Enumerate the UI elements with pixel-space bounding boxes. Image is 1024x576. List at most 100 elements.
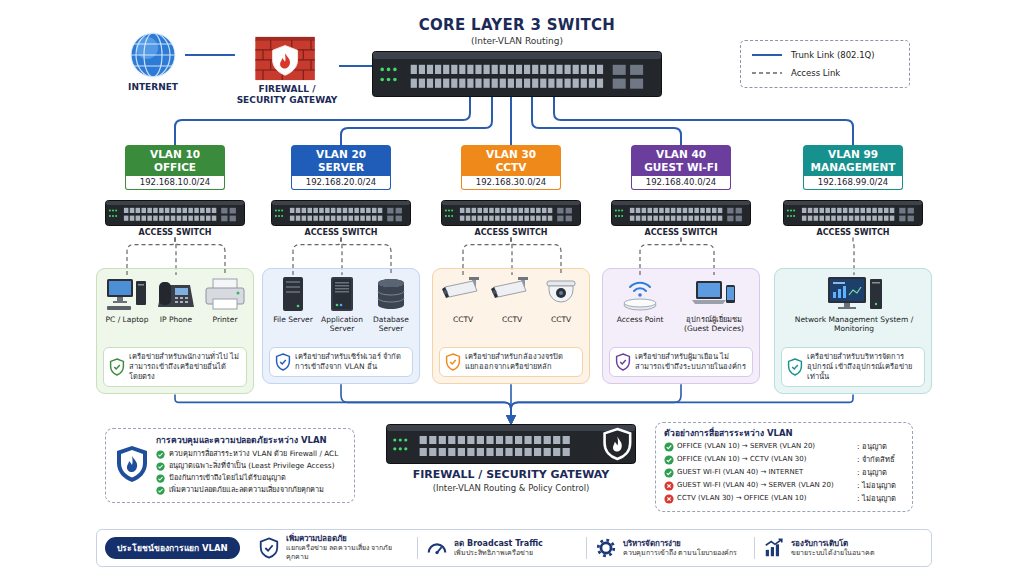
icon-shape	[213, 299, 237, 309]
bullet-text: อนุญาตเฉพาะสิ่งที่จำเป็น (Least Privileg…	[169, 461, 334, 470]
benefit-heading: บริหารจัดการง่าย	[623, 539, 747, 549]
icon-shape	[495, 216, 500, 221]
icon-shape	[393, 447, 396, 450]
icon-shape	[206, 208, 211, 213]
icon-shape	[766, 540, 782, 546]
icon-shape	[601, 543, 611, 553]
icon-shape	[255, 40, 315, 80]
icon-shape	[667, 497, 670, 500]
bullet-row: อนุญาตเฉพาะสิ่งที่จำเป็น (Least Privileg…	[156, 461, 346, 471]
icon-shape	[273, 46, 298, 76]
icon-shape	[399, 438, 402, 441]
icon-shape	[427, 65, 433, 74]
sw-icon	[611, 200, 751, 226]
icon-shape	[127, 456, 137, 472]
icon-shape	[712, 216, 717, 221]
icon-shape	[117, 297, 123, 301]
icon-shape	[109, 281, 131, 295]
icon-shape	[335, 285, 349, 287]
icon-shape	[475, 65, 481, 74]
icon-shape	[787, 209, 789, 211]
firewall-gateway: FIREWALL / SECURITY GATEWAY(Inter-VLAN R…	[386, 424, 636, 493]
icon-shape	[448, 448, 455, 456]
icon-shape	[536, 208, 541, 213]
access-link	[175, 238, 225, 275]
icon-shape	[278, 209, 280, 211]
example-row: OFFICE (VLAN 10) → SERVER (VLAN 20): อนุ…	[664, 442, 904, 452]
icon-shape	[694, 216, 699, 221]
legend-row: Access Link	[751, 64, 899, 82]
icon-shape	[451, 209, 453, 211]
icon-shape	[548, 208, 553, 213]
vlan-panel: เครือข่ายสำหรับผู้มาเยือน ไม่สามารถเข้าถ…	[602, 268, 760, 384]
icon-shape	[618, 209, 620, 211]
icon-shape	[286, 286, 300, 288]
check-icon-svg	[156, 450, 165, 459]
benefit-item: บริหารจัดการง่ายควบคุมการเข้าถึง ตามนโยบ…	[586, 537, 755, 559]
node-label: CCTV	[536, 315, 586, 324]
subnet-text: 192.168.10.0/24	[126, 177, 224, 188]
icon-shape	[442, 201, 580, 205]
icon-shape	[630, 208, 635, 213]
allow-icon	[664, 455, 674, 465]
fw-icon	[386, 424, 636, 464]
icon-shape	[343, 208, 348, 213]
icon-shape	[296, 216, 301, 221]
check-icon-svg	[156, 474, 165, 483]
device-node: ACCESS SWITCH	[783, 200, 923, 238]
icon-shape	[117, 446, 147, 482]
trunk-link	[341, 97, 492, 145]
icon-shape	[540, 65, 546, 74]
icon-shape	[808, 208, 813, 213]
icon-shape	[435, 78, 441, 87]
benefit-item: รองรับการเติบโตขยายระบบได้ง่ายในอนาคต	[754, 537, 923, 559]
shield-icon	[109, 358, 125, 376]
icon-shape	[698, 283, 720, 297]
vlan-header: VLAN 40GUEST WI-FI192.168.40.0/24	[631, 145, 731, 190]
icon-shape	[177, 216, 182, 221]
icon-shape	[136, 281, 146, 305]
bshield-icon	[258, 537, 280, 559]
icon-shape	[784, 201, 922, 205]
icon-shape	[844, 303, 850, 307]
icon-shape	[525, 448, 532, 456]
icon-shape	[621, 215, 623, 217]
icon-shape	[153, 208, 158, 213]
icon-shape	[136, 216, 141, 221]
icon-shape	[443, 65, 449, 74]
icon-shape	[115, 215, 117, 217]
icon-shape	[131, 44, 175, 66]
bshield-icon-svg	[258, 537, 280, 559]
icon-shape	[899, 216, 905, 222]
icon-shape	[563, 436, 570, 444]
access-link	[511, 238, 512, 275]
node-label: Database Server	[366, 315, 416, 333]
icon-shape	[642, 216, 647, 221]
icon-shape	[789, 359, 802, 375]
device-node: CCTV	[438, 275, 488, 324]
gauge-icon-svg	[426, 537, 448, 559]
icon-shape	[420, 448, 427, 456]
device-node: Printer	[200, 275, 250, 324]
check-icon	[156, 474, 165, 483]
icon-shape	[565, 65, 571, 74]
icon-shape	[378, 208, 383, 213]
icon-shape	[255, 40, 315, 80]
icon-shape	[112, 209, 114, 211]
icon-shape	[113, 301, 127, 303]
icon-shape	[171, 216, 176, 221]
icon-shape	[833, 282, 845, 284]
icon-shape	[636, 216, 641, 221]
icon-shape	[556, 288, 566, 298]
shield-icon-svg	[109, 358, 125, 376]
policy-link	[511, 394, 853, 424]
icon-shape	[486, 448, 493, 456]
icon-shape	[899, 208, 905, 214]
icon-shape	[505, 436, 512, 444]
icon-shape	[615, 215, 617, 217]
icon-shape	[159, 216, 164, 221]
icon-shape	[429, 448, 436, 456]
icon-shape	[495, 208, 500, 213]
icon-shape	[843, 216, 848, 221]
icon-shape	[671, 208, 676, 213]
